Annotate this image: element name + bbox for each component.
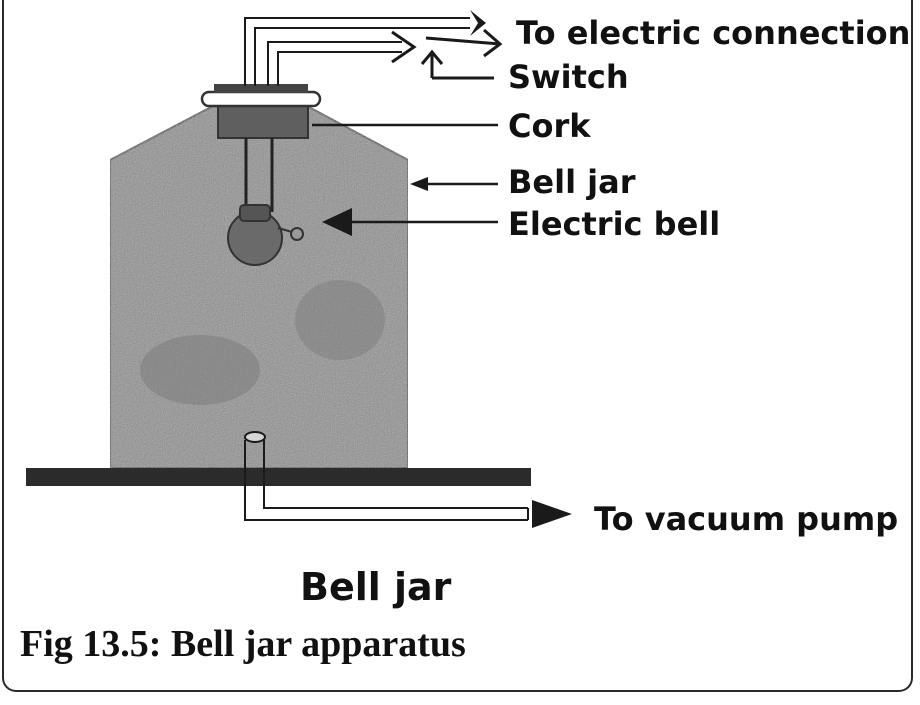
switch-wire bbox=[267, 41, 402, 86]
electric-bell bbox=[227, 204, 304, 266]
bell-jar-arrow bbox=[410, 177, 428, 191]
switch-label: Switch bbox=[508, 58, 629, 96]
base-plate bbox=[26, 468, 531, 486]
cork-rim bbox=[200, 90, 322, 108]
bell-jar-label: Bell jar bbox=[508, 163, 636, 201]
figure-caption: Fig 13.5: Bell jar apparatus bbox=[20, 623, 466, 665]
electric-arrow-head bbox=[470, 10, 486, 36]
figure-border bbox=[2, 0, 913, 692]
vacuum-arrow bbox=[532, 500, 572, 528]
jar-shading bbox=[140, 335, 260, 405]
diagram-title: Bell jar bbox=[300, 565, 452, 609]
cork-label: Cork bbox=[508, 107, 591, 145]
jar-shading bbox=[295, 280, 385, 360]
vacuum-pump-label: To vacuum pump bbox=[594, 500, 899, 538]
switch bbox=[420, 28, 503, 80]
electric-wire-outer bbox=[244, 17, 470, 86]
electric-bell-arrow bbox=[322, 208, 352, 236]
switch-input-arrow bbox=[391, 30, 417, 64]
vacuum-tube bbox=[244, 431, 529, 521]
cork-top bbox=[214, 84, 308, 93]
electric-connection-label: To electric connection bbox=[516, 14, 911, 52]
electric-bell-label: Electric bell bbox=[508, 205, 721, 243]
